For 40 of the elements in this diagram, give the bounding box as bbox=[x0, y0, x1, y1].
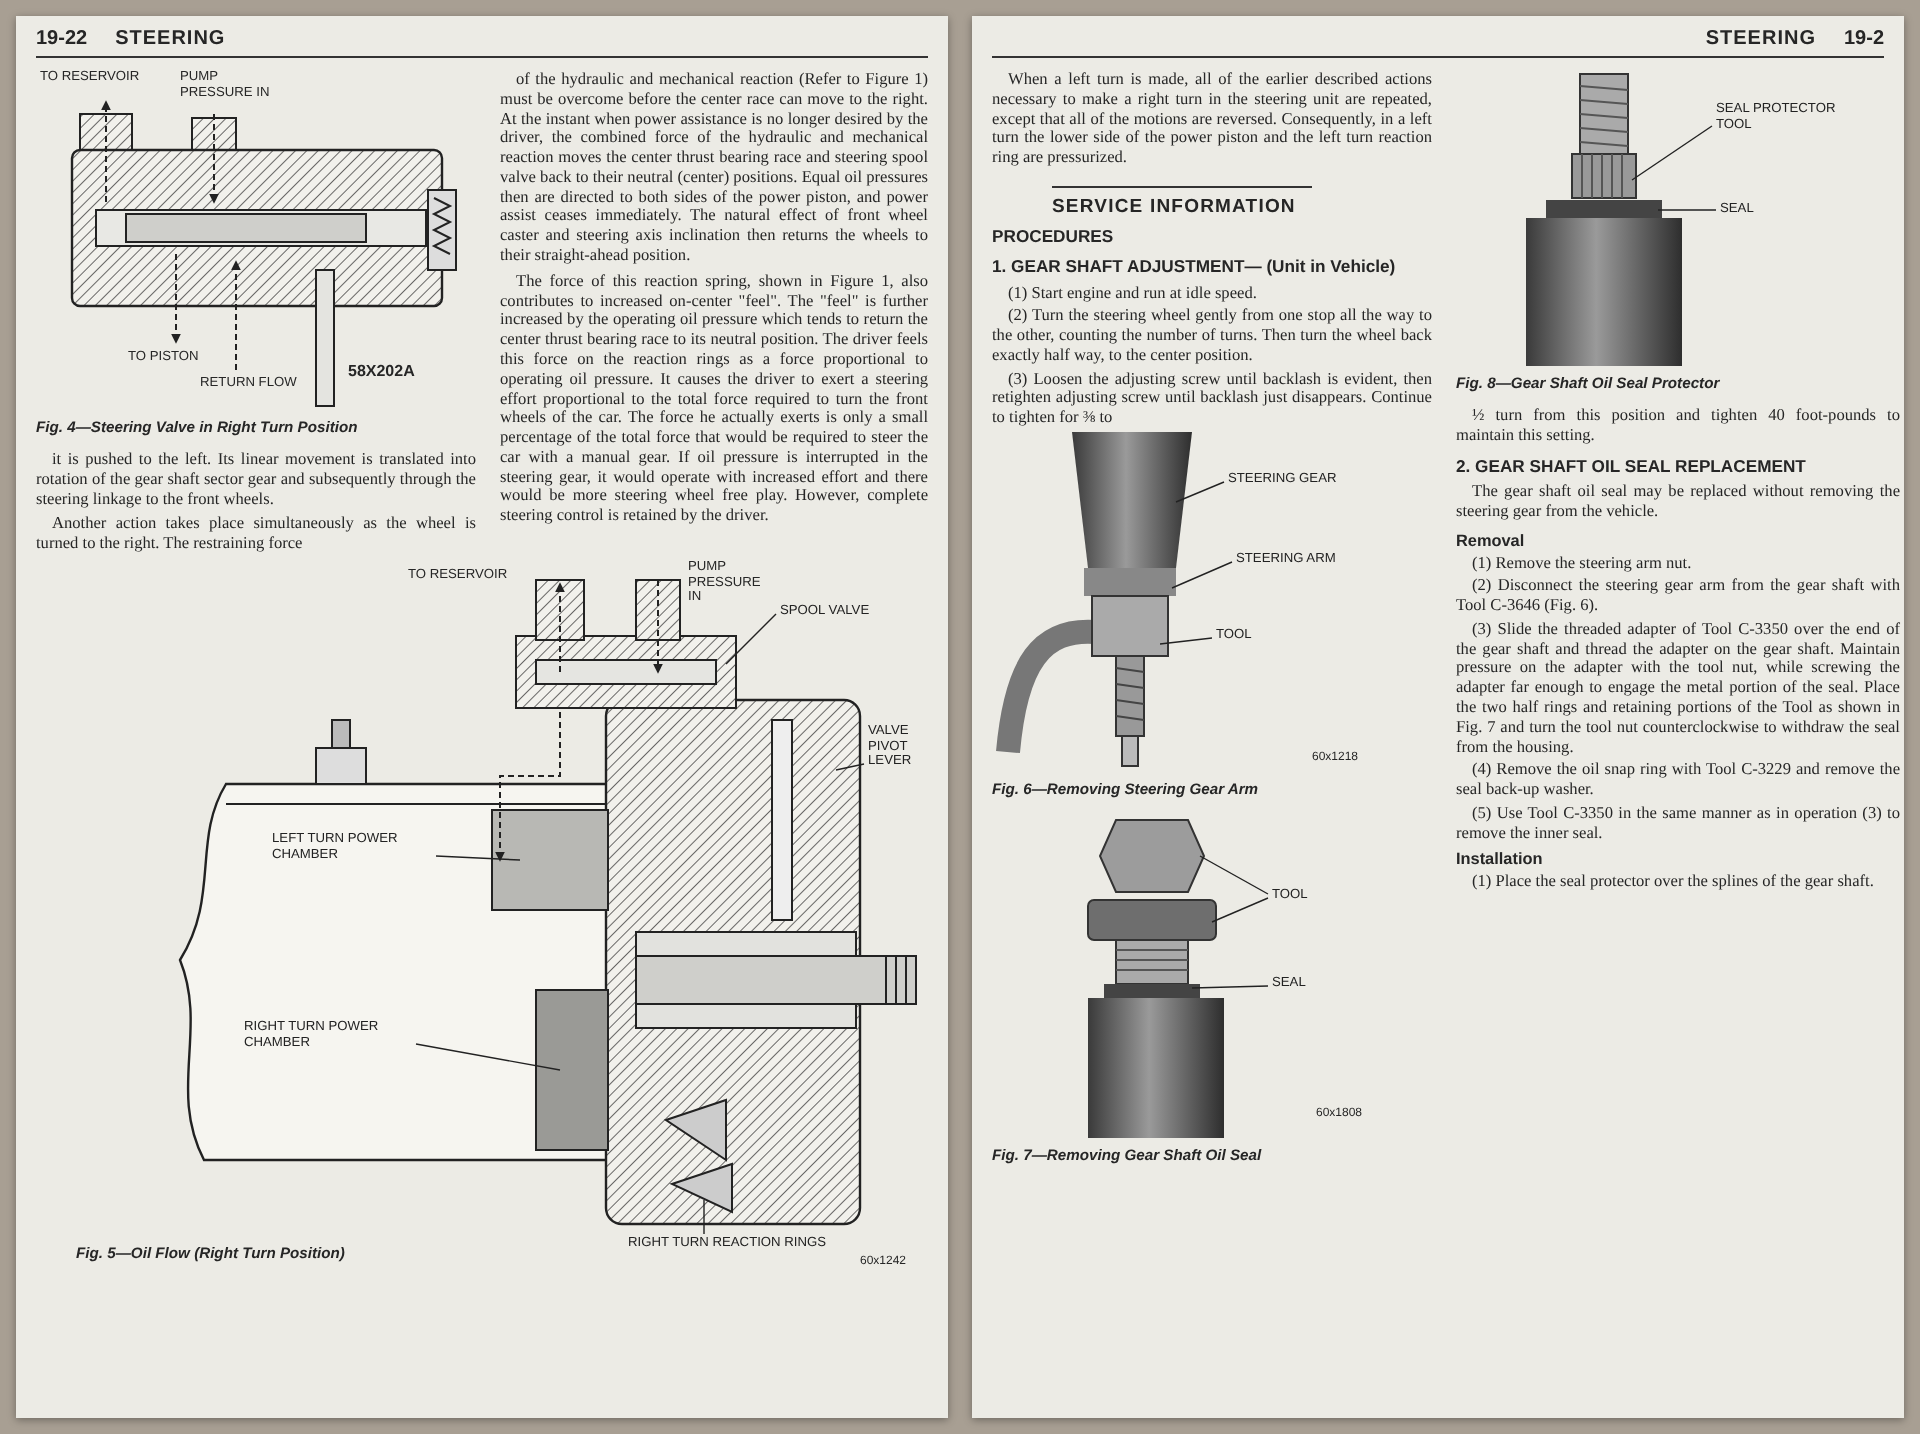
paragraph: it is pushed to the left. Its linear movement is translated into rotation of the gear shaft sector gear and subsequently through the steering linkage to the front wheels. bbox=[36, 450, 476, 509]
page-number: 19-2 bbox=[1843, 28, 1884, 50]
paragraph: The gear shaft oil seal may be replaced without removing the steering gear from the vehicle. bbox=[1456, 481, 1900, 522]
instruction-step: (1) Start engine and run at idle speed. bbox=[992, 283, 1432, 303]
section-heading: 1. GEAR SHAFT ADJUSTMENT— (Unit in Vehicle) bbox=[992, 256, 1398, 278]
instruction-step: (3) Slide the threaded adapter of Tool C-3350 over the end of the gear shaft and thread the adapter on the gear shaft. Maintain pressure on the adapter with the tool nut, while screwing the adapter far enough to engage the metal portion of the seal. Place the two half rings and retaining portions of the Tool as shown in Fig. 7 and turn the tool nut counterclockwise to withdraw the seal from the housing. bbox=[1456, 619, 1900, 757]
section-heading: SERVICE INFORMATION bbox=[1052, 185, 1312, 218]
subheading: Installation bbox=[1456, 850, 1545, 869]
instruction-step: (3) Loosen the adjusting screw until backlash is evident, then retighten adjusting screw until backlash just disappears. Continue to tighten for ⅜ to bbox=[992, 369, 1432, 428]
instruction-step: (1) Place the seal protector over the splines of the gear shaft. bbox=[1456, 872, 1900, 893]
leader-line bbox=[415, 1043, 561, 1071]
page-number: 19-22 bbox=[36, 28, 88, 50]
instruction-step: (2) Turn the steering wheel gently from one stop all the way to the other, counting the number of turns. Then turn the wheel back exactly half way, to the center position. bbox=[992, 306, 1432, 366]
paragraph: The force of this reaction spring, shown in Figure 1, also contributes to increased on-center "feel". The "feel" is further increased by the operating oil pressure which tends to return the center thrust bearing race to its neutral position. The driver feels this force on the reaction rings as a force proportional to operating oil pressure. It causes the driver to exert a steering effort proportional to the total force required to turn the front wheels of the car. The force he actually exerts is only a small percentage of the total force that would be required to steer the car with a manual gear. If oil pressure is interrupted in the steering gear, it would operate with increased effort and there would be more steering wheel free play. However, complete steering control is retained by the driver. bbox=[500, 271, 928, 526]
instruction-step: (4) Remove the oil snap ring with Tool C-3229 and remove the seal back-up washer. bbox=[1456, 760, 1900, 800]
running-header: STEERING bbox=[1705, 28, 1816, 50]
paragraph: When a left turn is made, all of the earlier described actions necessary to make a right turn in the steering unit are repeated, except that all of the motions are reversed. Consequently, in a left turn the lower side of the power piston and the left turn reaction ring are pressurized. bbox=[992, 70, 1432, 168]
instruction-step: (2) Disconnect the steering gear arm from the gear shaft with Tool C-3646 (Fig. 6). bbox=[1456, 576, 1900, 616]
leader-line bbox=[703, 1199, 705, 1235]
leader-line bbox=[1631, 125, 1713, 181]
section-heading: 2. GEAR SHAFT OIL SEAL REPLACEMENT bbox=[1456, 455, 1808, 476]
leader-line bbox=[1175, 481, 1225, 503]
paragraph: of the hydraulic and mechanical reaction (Refer to Figure 1) must be overcome before the center race can move to the right. At the instant when power assistance is no longer desired by the driver, the combined force of the hydraulic and mechanical reaction moves the center thrust bearing race and steering spool valve back to their neutral (center) positions. Equal oil pressures then are directed to both sides of the power piston, and power assist ceases immediately. The natural effect of front wheel caster and steering axis inclination then returns the wheels to their straight-ahead position. bbox=[500, 70, 928, 266]
leader-line bbox=[435, 855, 521, 861]
instruction-step: (1) Remove the steering arm nut. bbox=[1456, 553, 1900, 573]
paragraph: ½ turn from this position and tighten 40 foot-pounds to maintain this setting. bbox=[1456, 406, 1900, 446]
leader-line bbox=[1211, 897, 1269, 923]
leader-line bbox=[1191, 985, 1269, 989]
leader-line bbox=[835, 763, 865, 771]
leader-line bbox=[725, 613, 777, 665]
leader-line bbox=[1657, 209, 1717, 211]
instruction-step: (5) Use Tool C-3350 in the same manner as in operation (3) to remove the inner seal. bbox=[1456, 803, 1900, 843]
leader-line bbox=[1159, 637, 1213, 645]
leader-line bbox=[1199, 855, 1269, 895]
subheading: Removal bbox=[1456, 531, 1527, 550]
running-header: STEERING bbox=[115, 28, 226, 50]
leader-line bbox=[1171, 561, 1233, 589]
section-heading: PROCEDURES bbox=[992, 225, 1116, 247]
figure-code: 58X202A bbox=[348, 362, 415, 380]
paragraph: Another action takes place simultaneously as the wheel is turned to the right. The restraining force bbox=[36, 514, 476, 555]
